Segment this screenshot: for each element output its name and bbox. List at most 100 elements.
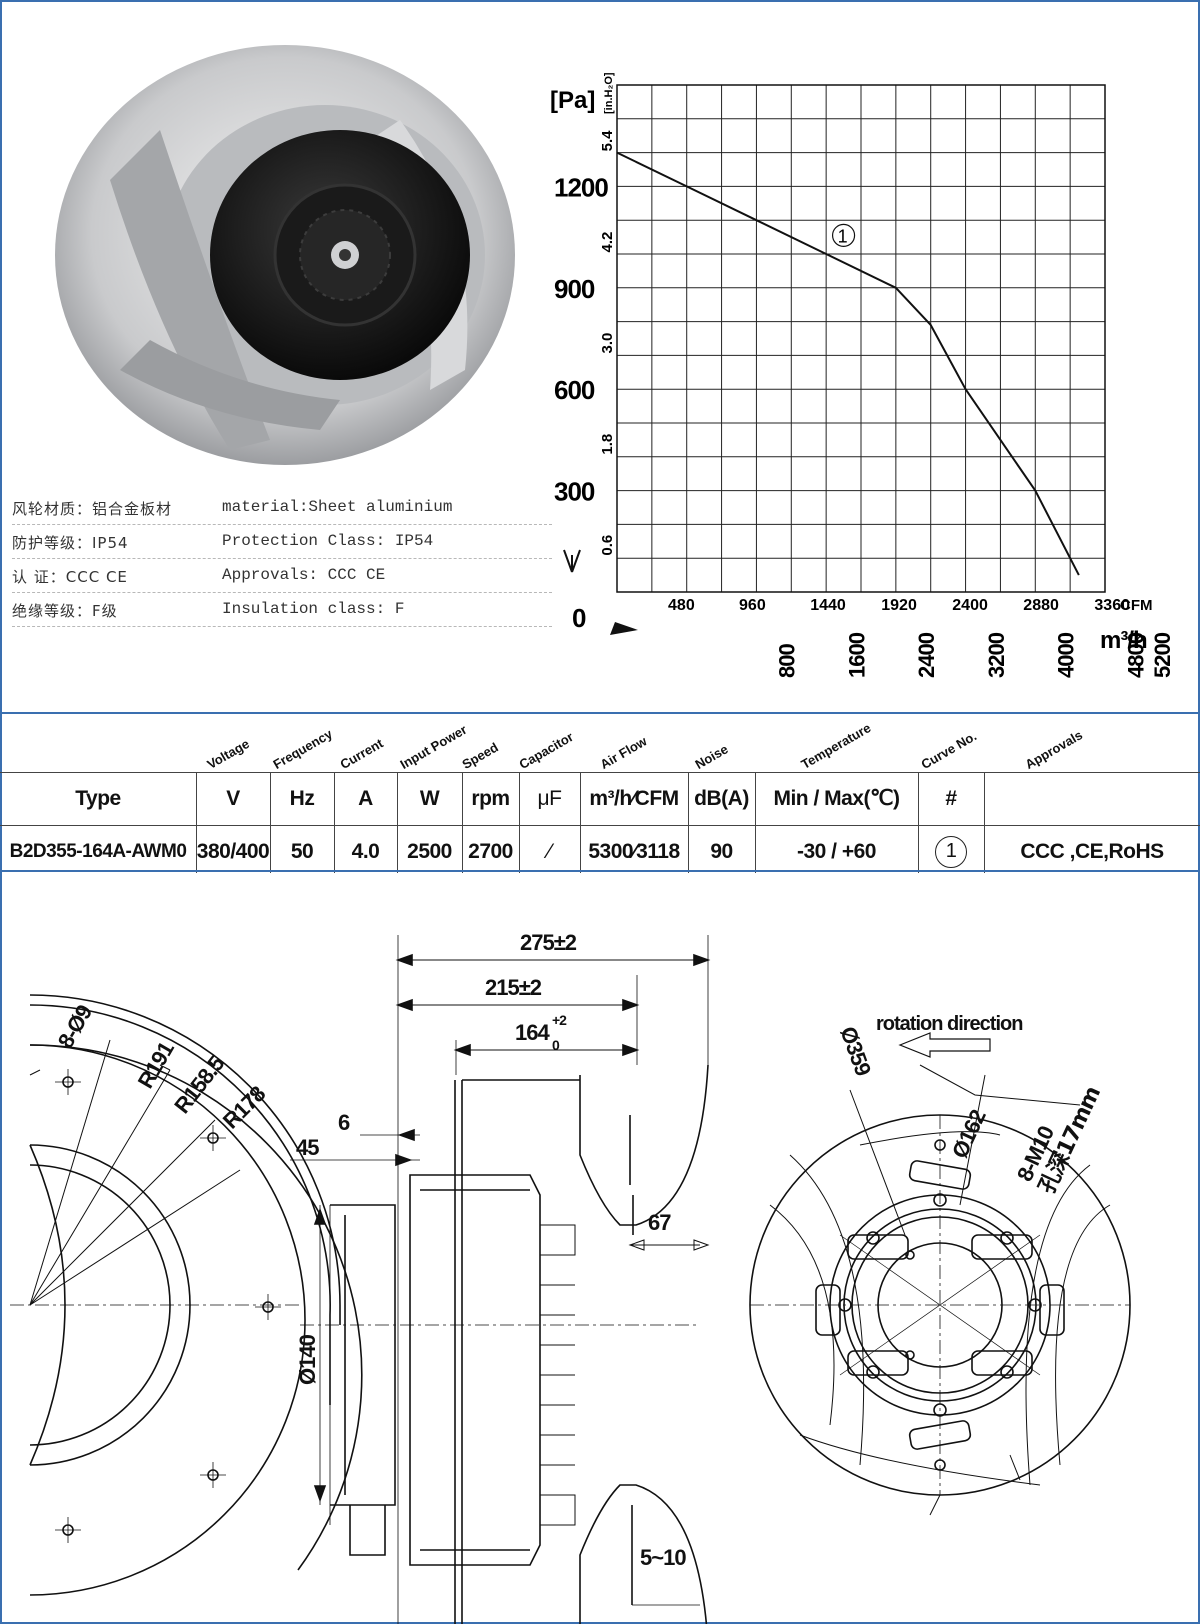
svg-text:Ø162: Ø162 [947, 1106, 991, 1162]
x-tick-label: 4800 [1123, 632, 1148, 678]
spec-en: Protection Class: IP54 [222, 532, 434, 550]
table-cell: 380/400 [196, 839, 270, 863]
spec-en: Approvals: CCC CE [222, 566, 386, 584]
x-tick-label: 1600 [844, 632, 869, 678]
spec-cn: 风轮材质：铝合金板材 [12, 500, 173, 518]
spec-cn: 绝缘等级：F级 [12, 602, 118, 620]
y2-axis-label: [in.H₂O] [603, 72, 615, 114]
flange-half-view [10, 994, 363, 1596]
y2-tick-label: 1.8 [599, 434, 616, 455]
x-arrow [610, 622, 638, 635]
x2-tick-label: 3360 [1094, 597, 1130, 614]
table-rule [688, 772, 689, 873]
svg-text:6: 6 [338, 1110, 350, 1135]
svg-text:+2: +2 [552, 1012, 567, 1028]
table-unit-cell: V [226, 786, 240, 810]
table-unit-cell: Hz [289, 786, 315, 810]
spec-line: 风轮材质：铝合金板材 material:Sheet aluminium [12, 490, 552, 525]
table-rule [0, 772, 1200, 773]
svg-text:164: 164 [515, 1020, 550, 1045]
y-axis-label: [Pa] [550, 87, 595, 114]
svg-text:0: 0 [552, 1037, 560, 1053]
table-unit-cell: Min / Max(℃) [773, 787, 900, 810]
table-cell: 90 [710, 839, 733, 863]
x2-tick-label: 1440 [810, 597, 846, 614]
plot-frame [616, 84, 1106, 593]
table-cell: 2700 [468, 839, 513, 863]
table-rule [397, 772, 398, 873]
svg-text:67: 67 [648, 1210, 671, 1235]
y-tick-label: 900 [554, 274, 595, 304]
svg-text:Ø359: Ø359 [835, 1023, 876, 1079]
curve-marker [831, 223, 856, 248]
x-unit-label: m³/h [1100, 627, 1147, 654]
table-rule [270, 772, 271, 873]
svg-text:215±2: 215±2 [485, 975, 542, 1000]
table-cell: 2500 [407, 839, 452, 863]
section-divider [0, 712, 1200, 714]
y2-tick-label: 5.4 [599, 130, 616, 152]
table-unit-cell: m³/h⁄CFM [589, 786, 679, 810]
spec-cn: 防护等级：IP54 [12, 534, 129, 552]
dimension-drawings: 275±2 215±2 164 +2 0 6 45 Ø140 67 5~10 8… [10, 930, 1131, 1624]
svg-text:8-Ø9: 8-Ø9 [53, 1000, 97, 1052]
y2-tick-label: 0.6 [599, 535, 616, 556]
x-tick-label: 5200 [1150, 632, 1175, 678]
y-tick-label: 1200 [554, 172, 608, 202]
x2-tick-label: 480 [668, 597, 695, 614]
svg-text:rotation direction: rotation direction [876, 1013, 1022, 1035]
table-rule [984, 772, 985, 873]
x2-tick-label: 2880 [1023, 597, 1059, 614]
table-cell: 1 [918, 825, 984, 878]
y-tick-label: 0 [572, 603, 586, 633]
table-rule [755, 772, 756, 873]
spec-cn: 认 证：CCC CE [12, 568, 128, 586]
x2-tick-label: 960 [739, 597, 766, 614]
spec-line: 防护等级：IP54 Protection Class: IP54 [12, 524, 552, 559]
table-cell: ⁄ [547, 839, 552, 863]
table-cell: -30 / +60 [797, 839, 876, 863]
table-cell: B2D355-164A-AWM0 [9, 840, 187, 862]
front-view [749, 1032, 1131, 1516]
spec-en: Insulation class: F [222, 600, 405, 618]
spec-en: material:Sheet aluminium [222, 498, 453, 516]
y-tick-label: 600 [554, 375, 595, 405]
svg-text:275±2: 275±2 [520, 930, 577, 955]
table-rule [334, 772, 335, 873]
fan-photo [55, 45, 515, 465]
y-tick-label: 300 [554, 477, 595, 507]
table-cell: 4.0 [351, 839, 380, 863]
y-arrow [563, 549, 581, 573]
svg-text:Ø140: Ø140 [295, 1334, 320, 1385]
table-unit-cell: μF [537, 786, 562, 810]
x2-tick-label: 2400 [952, 597, 988, 614]
x-tick-label: 800 [775, 644, 800, 678]
table-cell: 5300⁄3118 [588, 839, 680, 863]
x-tick-label: 3200 [984, 632, 1009, 678]
table-unit-cell: dB(A) [694, 786, 749, 810]
table-unit-cell: rpm [471, 786, 510, 810]
table-rule [196, 772, 197, 873]
y2-tick-label: 4.2 [599, 232, 616, 253]
spec-line: 绝缘等级：F级 Insulation class: F [12, 592, 552, 627]
performance-chart: 030060090012000.61.83.04.25.4[Pa][in.H₂O… [550, 72, 1175, 678]
svg-text:R158.5: R158.5 [169, 1051, 229, 1118]
x-tick-label: 4000 [1054, 632, 1079, 678]
table-unit-cell: W [419, 786, 440, 810]
table-rule [519, 772, 520, 873]
table-unit-cell: Type [75, 786, 121, 810]
x2-unit-label: CFM [1120, 597, 1153, 614]
curve-line [616, 151, 1080, 576]
x-tick-label: 2400 [914, 632, 939, 678]
x2-tick-label: 1920 [881, 597, 917, 614]
side-view [290, 935, 711, 1624]
table-unit-cell: # [945, 786, 957, 810]
spec-line: 认 证：CCC CE Approvals: CCC CE [12, 558, 552, 593]
svg-text:5~10: 5~10 [640, 1545, 686, 1570]
table-unit-cell: A [358, 786, 373, 810]
curve-number: 1 [935, 835, 967, 868]
svg-text:45: 45 [296, 1135, 319, 1160]
table-rule [580, 772, 581, 873]
table-rule [462, 772, 463, 873]
